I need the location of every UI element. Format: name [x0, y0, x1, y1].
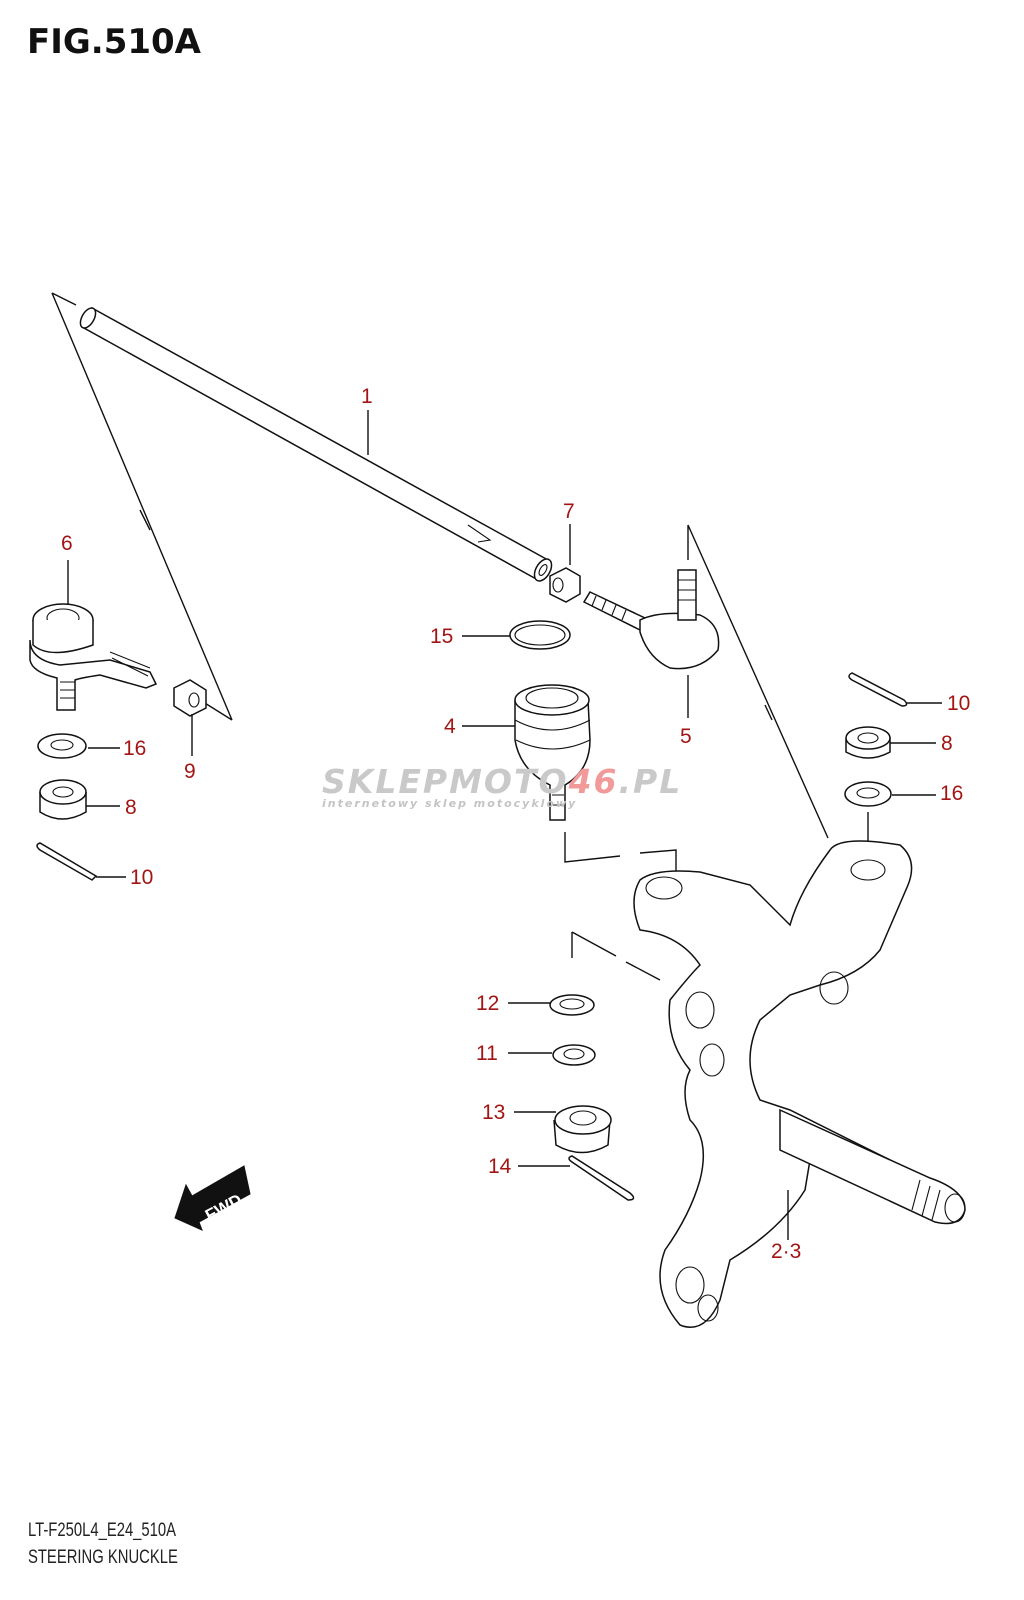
- callout-9: 9: [184, 760, 196, 783]
- callout-8-right: 8: [941, 732, 953, 755]
- ball-joint-part[interactable]: [514, 684, 591, 821]
- callout-13: 13: [482, 1101, 505, 1124]
- castle-nut-knuckle-part[interactable]: [553, 1105, 612, 1154]
- callout-2-3: 2·3: [771, 1240, 801, 1263]
- callout-7: 7: [563, 500, 575, 523]
- callout-16-right: 16: [940, 782, 963, 805]
- figure-code: LT-F250L4_E24_510A: [28, 1520, 177, 1541]
- cotter-pin-left-part[interactable]: [36, 842, 98, 881]
- leader-lines: [67, 410, 942, 1240]
- lock-nut-left-part[interactable]: [173, 679, 207, 717]
- callout-6: 6: [61, 532, 73, 555]
- washer-knuckle-part[interactable]: [549, 994, 595, 1016]
- callout-5: 5: [680, 725, 692, 748]
- callout-10-left: 10: [130, 866, 153, 889]
- washer-right-part[interactable]: [844, 781, 892, 807]
- assembly-line-left: [51, 292, 233, 721]
- tie-rod-part[interactable]: [77, 305, 555, 583]
- callout-12: 12: [476, 992, 499, 1015]
- figure-name: STEERING KNUCKLE: [28, 1547, 178, 1568]
- fwd-arrow-icon: FWD: [174, 1165, 251, 1231]
- tie-rod-end-left-part[interactable]: [29, 603, 158, 711]
- cotter-pin-right-part[interactable]: [848, 672, 908, 707]
- assembly-line-knuckle: [571, 931, 661, 981]
- cotter-pin-knuckle-part[interactable]: [568, 1155, 635, 1201]
- callout-16-left: 16: [123, 737, 146, 760]
- lock-nut-right-part[interactable]: [549, 567, 581, 603]
- castle-nut-left-part[interactable]: [39, 779, 87, 820]
- callout-4: 4: [444, 715, 456, 738]
- callout-14: 14: [488, 1155, 512, 1178]
- callout-1: 1: [361, 385, 373, 408]
- callout-8-left: 8: [125, 796, 137, 819]
- callout-11: 11: [476, 1042, 498, 1065]
- callout-15: 15: [430, 625, 453, 648]
- tie-rod-end-right-part[interactable]: [582, 569, 720, 670]
- figure-title: FIG.510A: [27, 22, 201, 62]
- lock-washer-part[interactable]: [552, 1044, 596, 1066]
- circlip-part[interactable]: [509, 620, 571, 650]
- callout-10-right: 10: [947, 692, 970, 715]
- washer-left-part[interactable]: [37, 733, 87, 759]
- steering-knuckle-part[interactable]: [633, 840, 966, 1328]
- castle-nut-right-part[interactable]: [845, 726, 891, 759]
- assembly-line-right: [687, 524, 829, 839]
